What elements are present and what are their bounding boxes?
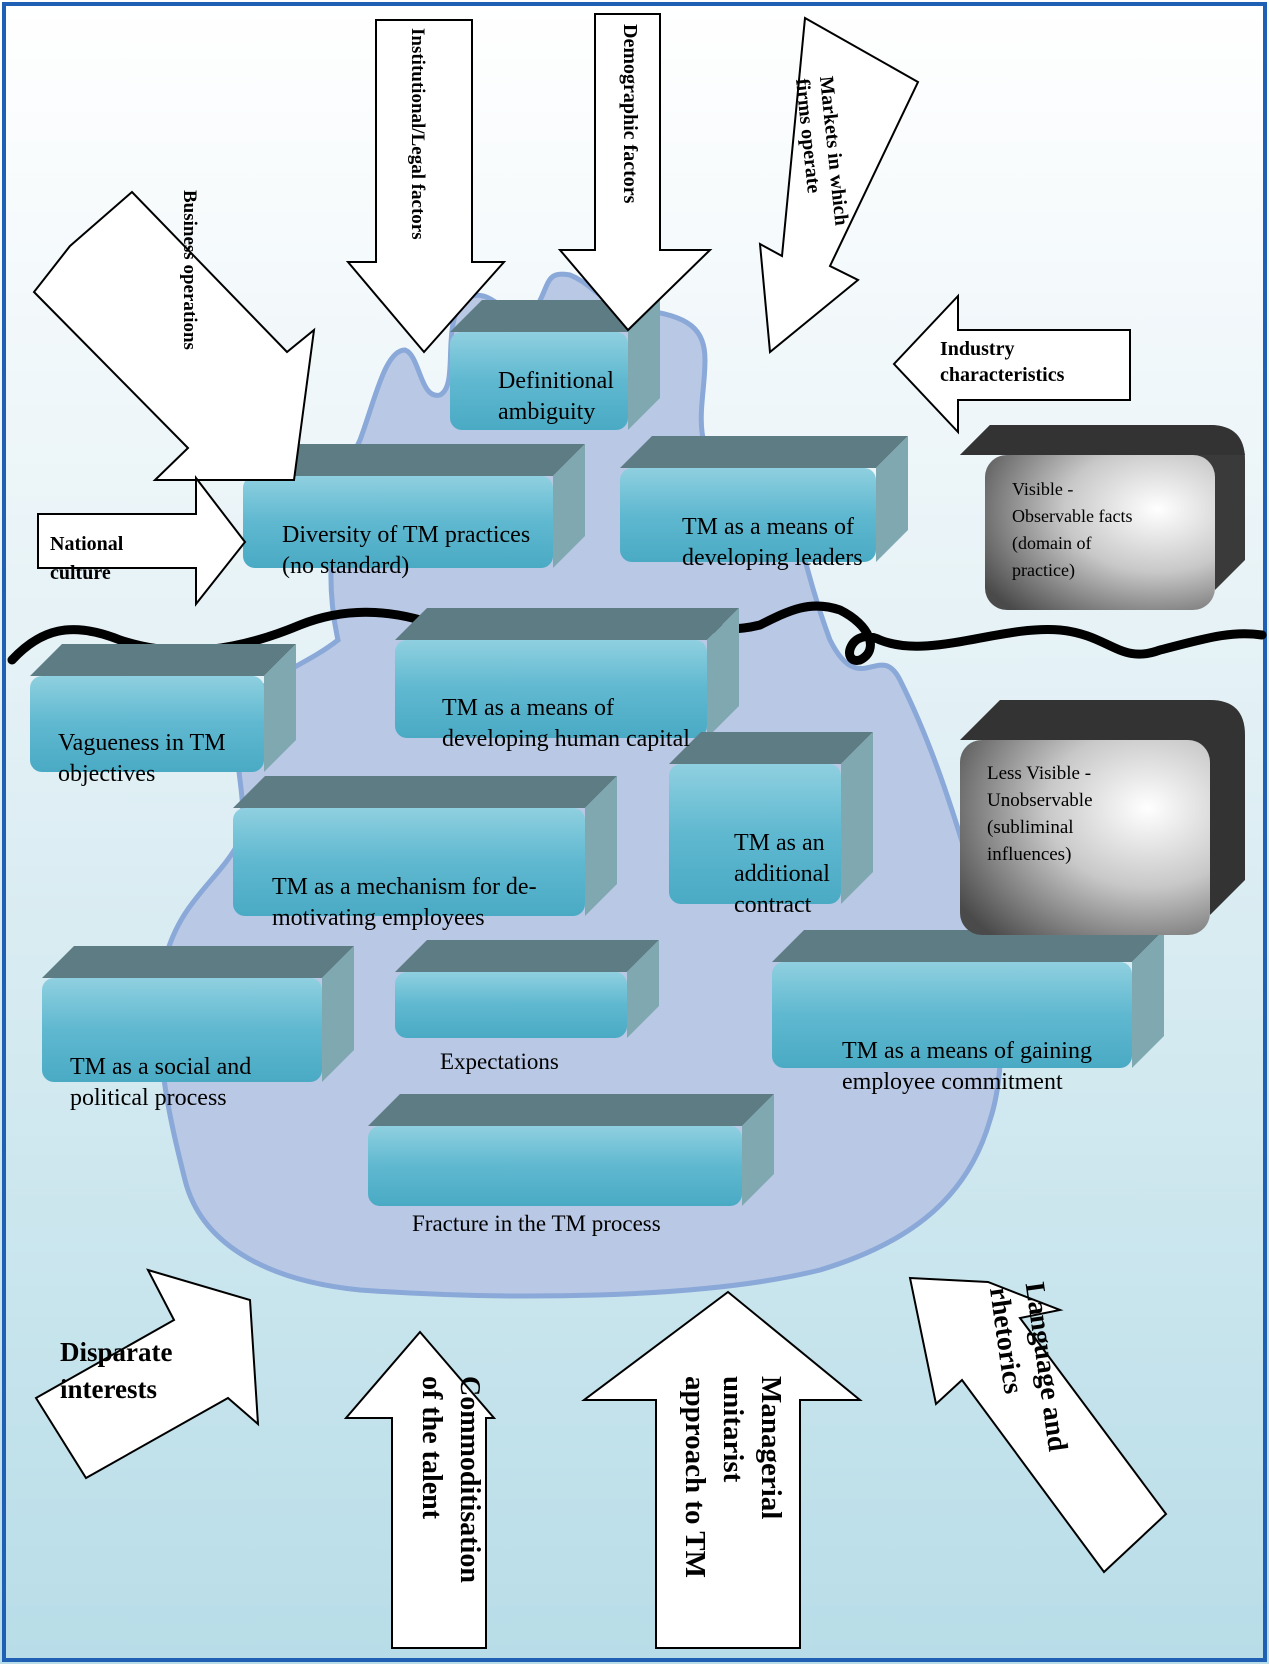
legend-visible-text: Visible - Observable facts (domain of pr…: [1012, 476, 1132, 584]
commodification-line: Commoditisation: [454, 1376, 485, 1583]
box-shape-definitional-ambiguity: [450, 300, 660, 430]
label-national-culture: National culture: [50, 530, 123, 588]
legend-line: Visible -: [1012, 479, 1074, 499]
box-line: additional: [734, 861, 830, 887]
label-managerial-unitarist: Managerial unitarist approach to TM: [676, 1376, 790, 1578]
box-shape-developing-human-capital: [395, 608, 739, 738]
arrow-business-operations: [32, 190, 316, 481]
legend-line: Less Visible -: [987, 763, 1092, 784]
legend-box-less-visible: [960, 700, 1245, 935]
box-demotivating-employees: TM as a mechanism for de- motivating emp…: [272, 872, 537, 934]
label-commodification: Commoditisation of the talent: [412, 1376, 488, 1583]
box-line: political process: [70, 1085, 227, 1111]
box-line: Fracture in the TM process: [412, 1211, 661, 1236]
legend-line: Unobservable: [987, 790, 1093, 811]
legend-line: (domain of: [1012, 533, 1092, 553]
arrow-disparate-interests: [34, 1268, 260, 1480]
box-vagueness-objectives: Vagueness in TM objectives: [58, 728, 226, 790]
box-line: contract: [734, 892, 812, 918]
box-shape-developing-leaders: [620, 436, 908, 562]
arrow-demographic: [557, 13, 713, 332]
box-line: Definitional: [498, 368, 614, 394]
box-social-political-process: TM as a social and political process: [70, 1052, 251, 1114]
box-expectations: Expectations: [440, 1046, 559, 1077]
box-shape-vagueness-objectives: [30, 644, 296, 772]
legend-line: influences): [987, 844, 1072, 865]
disparate-line: interests: [60, 1374, 157, 1404]
box-line: Vagueness in TM: [58, 730, 226, 756]
box-shape-social-political-process: [42, 946, 354, 1082]
arrow-institutional-legal: [345, 19, 507, 354]
box-shape-fracture-process: [368, 1094, 774, 1206]
legend-line: practice): [1012, 560, 1075, 580]
label-business-operations: Business operations: [179, 190, 200, 350]
waterline: [7, 601, 1267, 665]
legend-box-visible: [960, 425, 1245, 610]
box-line: developing human capital: [442, 726, 690, 752]
box-line: Expectations: [440, 1049, 559, 1074]
managerial-line: unitarist: [717, 1376, 749, 1483]
box-shape-demotivating-employees: [233, 776, 617, 916]
box-diversity-practices: Diversity of TM practices (no standard): [282, 520, 530, 582]
box-line: objectives: [58, 761, 156, 787]
arrow-managerial-unitarist: [581, 1290, 863, 1649]
box-shape-expectations: [395, 940, 659, 1038]
arrow-markets: [758, 16, 920, 354]
box-line: developing leaders: [682, 545, 863, 571]
box-additional-contract: TM as an additional contract: [734, 828, 830, 921]
box-line: TM as a mechanism for de-: [272, 874, 537, 900]
box-line: TM as an: [734, 830, 825, 856]
box-fracture-process: Fracture in the TM process: [412, 1208, 661, 1239]
box-definitional-ambiguity: Definitional ambiguity: [498, 366, 614, 428]
arrow-national-culture: [37, 475, 247, 607]
box-line: TM as a means of: [442, 695, 614, 721]
box-developing-human-capital: TM as a means of developing human capita…: [442, 693, 690, 755]
box-line: TM as a means of: [682, 514, 854, 540]
label-industry: Industry characteristics: [940, 336, 1064, 388]
box-line: motivating employees: [272, 905, 485, 931]
box-shape-additional-contract: [669, 732, 873, 904]
label-disparate-interests: Disparate interests: [60, 1334, 172, 1408]
legend-line: Observable facts: [1012, 506, 1133, 526]
commodification-line: of the talent: [416, 1376, 447, 1520]
box-line: TM as a means of gaining: [842, 1038, 1092, 1064]
arrow-language-rhetorics: [908, 1276, 1168, 1574]
industry-line: Industry: [940, 338, 1015, 360]
legend-less-visible-text: Less Visible - Unobservable (subliminal …: [987, 760, 1093, 868]
box-shape-diversity-practices: [243, 444, 585, 568]
disparate-line: Disparate: [60, 1337, 173, 1367]
box-line: employee commitment: [842, 1069, 1063, 1095]
box-developing-leaders: TM as a means of developing leaders: [682, 512, 863, 574]
managerial-line: approach to TM: [679, 1376, 711, 1578]
arrow-industry: [892, 293, 1131, 435]
culture-line: National: [50, 533, 124, 555]
legend-line: (subliminal: [987, 817, 1074, 838]
box-line: (no standard): [282, 553, 410, 579]
label-institutional-legal: Institutional/Legal factors: [407, 28, 428, 240]
box-line: TM as a social and: [70, 1054, 252, 1080]
industry-line: characteristics: [940, 364, 1065, 386]
box-line: Diversity of TM practices: [282, 522, 531, 548]
culture-line: culture: [50, 562, 111, 584]
label-demographic: Demographic factors: [619, 24, 641, 204]
arrow-commodification: [343, 1330, 497, 1649]
managerial-line: Managerial: [755, 1376, 787, 1520]
box-line: ambiguity: [498, 399, 596, 425]
box-shape-gaining-commitment: [772, 930, 1164, 1068]
box-gaining-commitment: TM as a means of gaining employee commit…: [842, 1036, 1092, 1098]
